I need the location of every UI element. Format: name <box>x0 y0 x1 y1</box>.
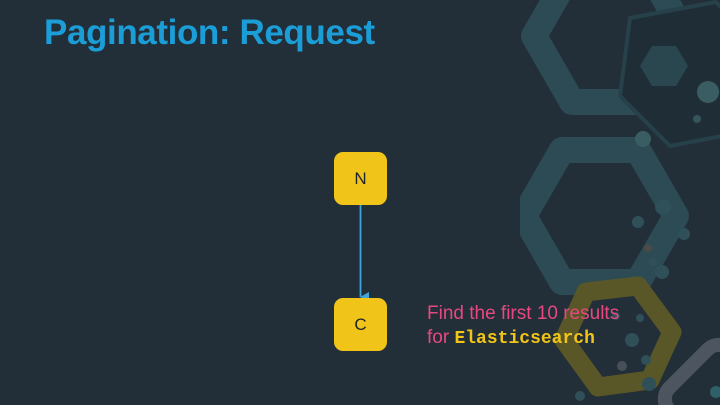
node-c-label: C <box>354 314 367 334</box>
annotation-line-2-prefix: for <box>427 327 455 348</box>
annotation-line-1: Find the first 10 results <box>427 303 620 324</box>
node-n-label: N <box>354 168 367 188</box>
annotation-block: Find the first 10 results for Elasticsea… <box>427 302 619 351</box>
page-title: Pagination: Request <box>44 13 375 52</box>
diagram-node-c[interactable]: C <box>334 298 387 351</box>
annotation-line-2: for Elasticsearch <box>427 326 619 351</box>
annotation-code-token: Elasticsearch <box>454 329 595 349</box>
diagram-node-n[interactable]: N <box>334 152 387 205</box>
